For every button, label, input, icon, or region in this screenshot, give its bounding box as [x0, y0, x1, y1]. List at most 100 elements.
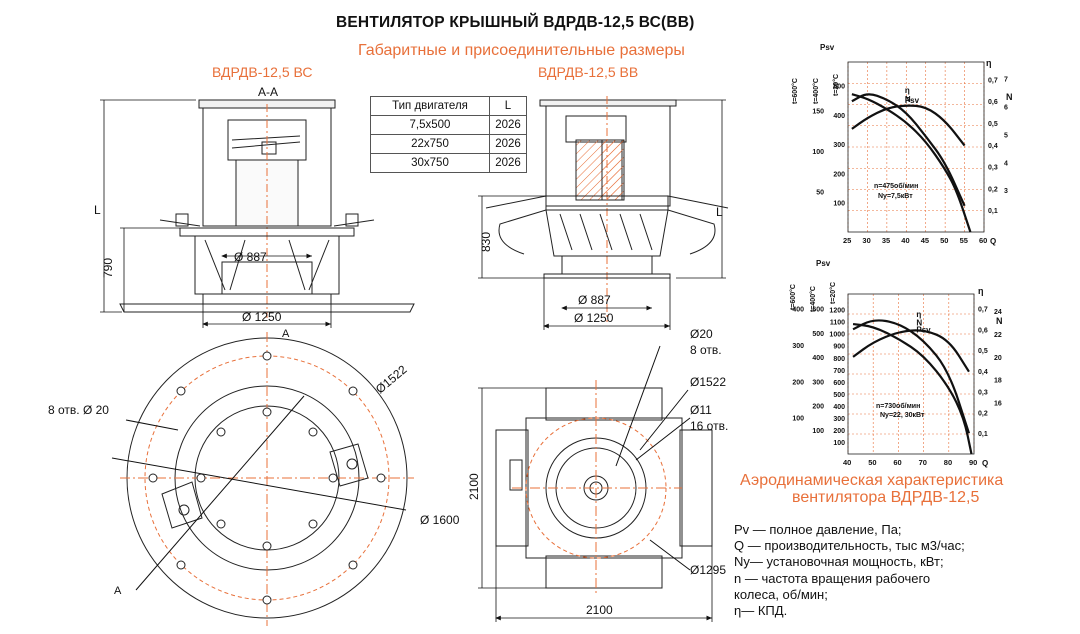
- dim-1250-left: Ø 1250: [242, 310, 282, 324]
- dim-11: Ø11: [690, 403, 712, 417]
- legend-line: Q — производительность, тыс м3/час;: [734, 538, 965, 554]
- section-arrow-top: А: [282, 328, 290, 340]
- chart-x-tick: 50: [940, 236, 948, 245]
- chart-x-tick: 25: [843, 236, 851, 245]
- chart-eta-tick: 0,6: [988, 99, 998, 106]
- legend-line: Ny— установочная мощность, кВт;: [734, 554, 944, 570]
- chart-2-n-axis: N: [996, 316, 1003, 326]
- chart-2-annotation-ny: Ny=22, 30кВт: [880, 412, 925, 419]
- dim-1250-mid: Ø 1250: [574, 311, 614, 325]
- view-label-bb: ВДРДВ-12,5 ВВ: [538, 64, 639, 80]
- chart-eta-tick: 0,1: [978, 431, 988, 438]
- chart-y-tick: 1200: [829, 308, 845, 315]
- motor-table: Тип двигателя L 7,5х500 2026 22х750 2026…: [370, 96, 527, 173]
- subtitle: Габаритные и присоединительные размеры: [358, 42, 685, 59]
- chart-x-tick: 60: [979, 236, 987, 245]
- chart-eta-tick: 0,1: [988, 208, 998, 215]
- chart-1-eta-axis: η: [986, 58, 992, 68]
- chart-series-label: N: [916, 319, 922, 328]
- chart-x-tick: 80: [944, 458, 952, 467]
- chart-x-tick: 60: [893, 458, 901, 467]
- chart-y-tick: 400: [833, 404, 845, 411]
- chart-1-t20: t=20°C: [832, 74, 840, 96]
- chart-x-tick: 90: [969, 458, 977, 467]
- elevation-bb-dims: [478, 99, 726, 330]
- drawing-title: ВЕНТИЛЯТОР КРЫШНЫЙ ВДРДВ-12,5 ВС(ВВ): [336, 14, 695, 31]
- chart-series-eta: [852, 319, 971, 434]
- chart-n-tick: 5: [1004, 132, 1008, 139]
- table-row: 30х750 2026: [370, 153, 527, 173]
- chart-y-tick: 400: [812, 355, 824, 362]
- chart-1-psv-axis: Psv: [820, 43, 835, 52]
- chart-series-label: η: [916, 310, 921, 319]
- legend-line: η— КПД.: [734, 603, 788, 619]
- holes-8-20: 8 отв. Ø 20: [48, 403, 109, 417]
- chart-y-tick: 700: [833, 368, 845, 375]
- chart-series-n: [852, 329, 970, 373]
- chart-y-tick: 100: [833, 201, 845, 208]
- chart-y-tick: 200: [833, 428, 845, 435]
- chart-eta-tick: 0,5: [978, 348, 988, 355]
- elevation-bc: А-А: [119, 85, 415, 318]
- motor-type: 30х750: [370, 153, 490, 173]
- dim-2100-h: 2100: [467, 473, 481, 500]
- chart-1-frame: [847, 61, 985, 233]
- chart-x-tick: 40: [843, 458, 851, 467]
- chart-n-tick: 20: [994, 355, 1002, 362]
- chart-n-tick: 24: [994, 309, 1002, 316]
- section-label: А-А: [258, 85, 278, 99]
- chart-y-tick: 1000: [829, 332, 845, 339]
- dim-887-mid: Ø 887: [578, 293, 611, 307]
- chart-y-tick: 100: [812, 149, 824, 156]
- chart-y-tick: 100: [833, 440, 845, 447]
- motor-l: 2026: [489, 153, 527, 173]
- dim-790: 790: [101, 258, 115, 278]
- chart-eta-tick: 0,2: [978, 410, 988, 417]
- aero-title-line2: вентилятора ВДРДВ-12,5: [792, 489, 980, 506]
- chart-n-tick: 4: [1004, 160, 1008, 167]
- chart-n-tick: 7: [1004, 77, 1008, 84]
- dim-1600: Ø 1600: [420, 513, 460, 527]
- dim-l-left: L: [94, 203, 101, 217]
- chart-2-eta-axis: η: [978, 286, 984, 296]
- chart-1-annotation-ny: Ny=7,5кВт: [878, 193, 913, 200]
- chart-y-tick: 500: [833, 392, 845, 399]
- plan-holes: [148, 351, 386, 605]
- chart-x-tick: 45: [921, 236, 929, 245]
- chart-1-q-axis: Q: [990, 237, 996, 246]
- chart-y-tick: 400: [792, 307, 804, 314]
- section-arrow-bottom: А: [114, 585, 122, 597]
- chart-1-n-axis: N: [1006, 92, 1013, 102]
- chart-2-t400: t=400°C: [809, 286, 817, 312]
- dim-2100-w: 2100: [586, 603, 613, 617]
- chart-n-tick: 3: [1004, 188, 1008, 195]
- chart-eta-tick: 0,2: [988, 186, 998, 193]
- chart-eta-tick: 0,6: [978, 327, 988, 334]
- chart-y-tick: 200: [792, 379, 804, 386]
- plan-square: [495, 345, 713, 596]
- chart-y-tick: 300: [812, 379, 824, 386]
- chart-series-label: N: [905, 95, 911, 104]
- motor-table-header: Тип двигателя L: [370, 96, 527, 116]
- chart-y-tick: 600: [812, 307, 824, 314]
- chart-y-tick: 50: [816, 190, 824, 197]
- chart-2-t600: t=600°C: [789, 284, 797, 310]
- dim-1522-left: Ø1522: [373, 362, 410, 396]
- dim-20: Ø20: [690, 327, 713, 341]
- chart-y-tick: 600: [833, 380, 845, 387]
- legend: Pv — полное давление, Па; Q — производит…: [734, 522, 965, 619]
- chart-eta-tick: 0,7: [988, 77, 998, 84]
- dim-1522-mid: Ø1522: [690, 375, 726, 389]
- chart-eta-tick: 0,4: [978, 369, 988, 376]
- chart-y-tick: 500: [833, 83, 845, 90]
- chart-y-tick: 300: [833, 142, 845, 149]
- chart-eta-tick: 0,7: [978, 307, 988, 314]
- chart-1-t600: t=600°C: [791, 78, 799, 104]
- dim-l-mid: L: [716, 205, 723, 219]
- chart-n-tick: 22: [994, 332, 1002, 339]
